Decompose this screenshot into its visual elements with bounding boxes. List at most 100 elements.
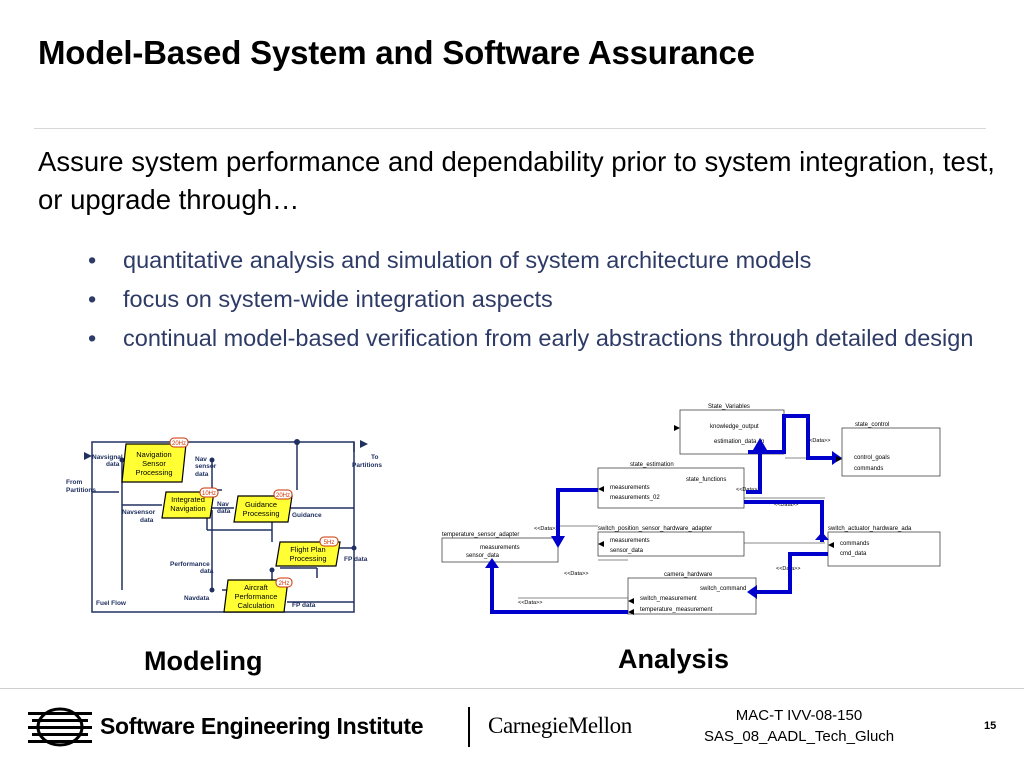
- svg-text:state_functions: state_functions: [686, 477, 726, 483]
- bullet-dot: •: [88, 325, 97, 351]
- component-camera-hardware: camera_hardware switch_command switch_me…: [627, 572, 757, 615]
- svg-text:estimation_data_in: estimation_data_in: [714, 439, 764, 445]
- sei-logo-icon: [28, 707, 92, 747]
- svg-text:temperature_measurement: temperature_measurement: [640, 607, 713, 613]
- process-block-guidance: Guidance Processing 20Hz: [233, 489, 293, 523]
- svg-text:Navigation: Navigation: [170, 504, 205, 513]
- label-fp-data-1: FP data: [344, 556, 368, 563]
- svg-text:Partitions: Partitions: [66, 487, 96, 494]
- svg-text:knowledge_output: knowledge_output: [710, 424, 759, 430]
- process-block-flight-plan: Flight Plan Processing 5Hz: [275, 536, 341, 567]
- label-navsensor-data: Navsensor: [122, 509, 156, 516]
- process-block-aircraft-performance: Aircraft Performance Calculation 2Hz: [223, 577, 293, 613]
- svg-text:Processing: Processing: [242, 509, 279, 518]
- bullet-item: • quantitative analysis and simulation of…: [88, 244, 988, 277]
- bullet-text: focus on system-wide integration aspects: [123, 286, 553, 312]
- svg-text:Performance: Performance: [235, 592, 278, 601]
- page-number: 15: [984, 720, 997, 732]
- svg-text:Processing: Processing: [135, 468, 172, 477]
- component-title: switch_actuator_hardware_ada: [828, 526, 912, 532]
- svg-text:data: data: [140, 517, 154, 524]
- intro-text: Assure system performance and dependabil…: [38, 146, 995, 215]
- svg-text:commands: commands: [840, 541, 869, 547]
- svg-text:data: data: [195, 471, 209, 478]
- rate-badge: 2Hz: [279, 581, 290, 587]
- footer-separator: [468, 707, 470, 747]
- label-nav-data: Nav: [217, 501, 229, 508]
- bullet-text: quantitative analysis and simulation of …: [123, 247, 812, 273]
- svg-text:measurements: measurements: [610, 485, 650, 491]
- svg-text:measurements: measurements: [480, 545, 520, 551]
- rate-badge: 20Hz: [172, 441, 186, 447]
- svg-text:Processing: Processing: [289, 554, 326, 563]
- component-state-control: state_control control_goals commands: [841, 422, 941, 477]
- rate-badge: 10Hz: [202, 491, 216, 497]
- footer-sei-name: Software Engineering Institute: [100, 713, 424, 739]
- component-title: state_control: [855, 422, 889, 428]
- block-label: Navigation: [136, 450, 171, 459]
- component-state-estimation: state_estimation state_functions measure…: [597, 462, 745, 509]
- data-tag: <<Data>>: [806, 438, 830, 444]
- svg-text:sensor_data: sensor_data: [466, 553, 500, 559]
- svg-text:Flight Plan: Flight Plan: [290, 545, 325, 554]
- modeling-diagram: Navigation Sensor Processing 20Hz Integr…: [66, 437, 382, 613]
- svg-text:control_goals: control_goals: [854, 455, 890, 461]
- component-title: State_Variables: [708, 404, 750, 410]
- rate-badge: 5Hz: [324, 540, 335, 546]
- bullet-dot: •: [88, 286, 97, 312]
- bullet-dot: •: [88, 247, 97, 273]
- component-switch-actuator-adapter: switch_actuator_hardware_ada commands cm…: [827, 526, 941, 567]
- footer-reference: MAC-T IVV-08-150 SAS_08_AADL_Tech_Gluch: [704, 705, 894, 747]
- data-tag: <<Data>>: [564, 571, 588, 577]
- label-navsignal: Navsignal: [92, 454, 123, 461]
- component-title: camera_hardware: [664, 572, 713, 578]
- slide-title: Model-Based System and Software Assuranc…: [38, 34, 755, 71]
- svg-text:measurements: measurements: [610, 538, 650, 544]
- svg-text:commands: commands: [854, 466, 883, 472]
- bullet-text: continual model-based verification from …: [123, 325, 974, 351]
- svg-text:data: data: [106, 461, 120, 468]
- caption-modeling: Modeling: [144, 646, 263, 676]
- component-title: state_estimation: [630, 462, 674, 468]
- label-fp-data-2: FP data: [292, 602, 316, 609]
- component-temperature-sensor-adapter: temperature_sensor_adapter measurements …: [441, 532, 559, 563]
- data-tag: <<Data>>: [774, 502, 798, 508]
- svg-text:Guidance: Guidance: [245, 500, 277, 509]
- process-block-navigation-sensor: Navigation Sensor Processing 20Hz: [121, 437, 189, 483]
- footer-ref-line-1: MAC-T IVV-08-150: [735, 707, 863, 724]
- title-divider: [34, 128, 986, 129]
- label-guidance: Guidance: [292, 512, 322, 519]
- svg-text:switch_command: switch_command: [700, 586, 746, 592]
- label-fuel-flow: Fuel Flow: [96, 600, 127, 607]
- svg-text:data: data: [217, 508, 231, 515]
- label-nav-sensor-data: Nav: [195, 456, 207, 463]
- data-tag: <<Data>>: [534, 526, 558, 532]
- rate-badge: 20Hz: [276, 493, 290, 499]
- port-markers: [598, 425, 842, 615]
- bullet-item: • focus on system-wide integration aspect…: [88, 283, 988, 316]
- label-navdata: Navdata: [184, 595, 210, 602]
- svg-text:sensor: sensor: [195, 463, 217, 470]
- svg-text:sensor_data: sensor_data: [610, 548, 644, 554]
- component-title: switch_position_sensor_hardware_adapter: [598, 526, 712, 532]
- svg-text:measurements_02: measurements_02: [610, 495, 660, 501]
- component-title: temperature_sensor_adapter: [442, 532, 519, 538]
- svg-text:Aircraft: Aircraft: [244, 583, 269, 592]
- svg-text:Integrated: Integrated: [171, 495, 205, 504]
- label-to-partitions: To: [371, 454, 378, 461]
- component-state-variables: State_Variables knowledge_output estimat…: [679, 404, 785, 455]
- process-block-integrated-navigation: Integrated Navigation 10Hz: [161, 487, 219, 519]
- svg-text:cmd_data: cmd_data: [840, 551, 867, 557]
- bullet-item: • continual model-based verification from…: [88, 322, 988, 355]
- analysis-flow-arrows: [490, 414, 832, 614]
- analysis-diagram: State_Variables knowledge_output estimat…: [441, 404, 941, 615]
- svg-text:switch_measurement: switch_measurement: [640, 596, 697, 602]
- footer-cmu-name: CarnegieMellon: [488, 713, 632, 738]
- svg-text:Partitions: Partitions: [352, 462, 382, 469]
- component-switch-position-sensor-adapter: switch_position_sensor_hardware_adapter …: [597, 526, 745, 557]
- footer-divider: [0, 688, 1024, 689]
- footer-ref-line-2: SAS_08_AADL_Tech_Gluch: [704, 728, 895, 745]
- svg-text:data: data: [200, 568, 214, 575]
- svg-text:Calculation: Calculation: [237, 601, 274, 610]
- caption-analysis: Analysis: [618, 644, 730, 674]
